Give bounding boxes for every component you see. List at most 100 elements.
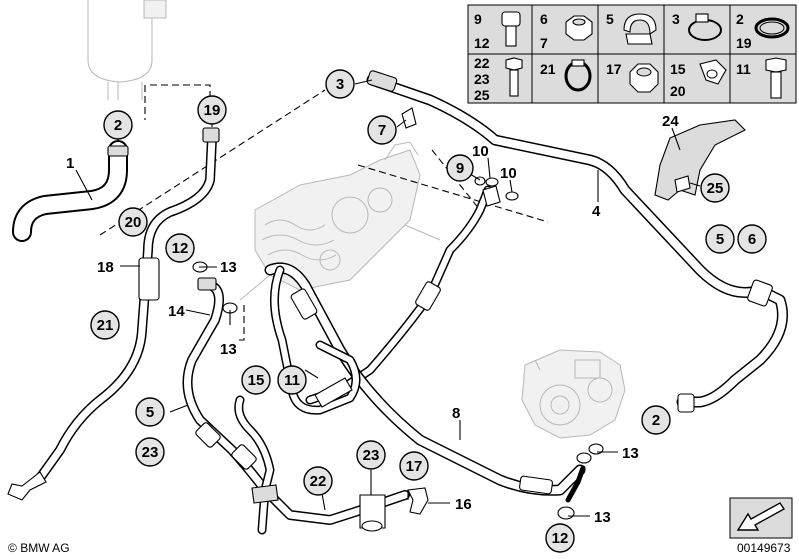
- svg-text:11: 11: [736, 61, 751, 77]
- callout-5a: 5: [135, 397, 165, 427]
- hose-18-21: [7, 127, 220, 501]
- hose-15-11: [269, 265, 361, 415]
- svg-text:11: 11: [284, 372, 300, 389]
- svg-text:23: 23: [363, 447, 380, 464]
- svg-text:23: 23: [474, 71, 490, 87]
- hose-10: [305, 185, 493, 405]
- reservoir-ghost: [87, 0, 167, 100]
- svg-text:2: 2: [114, 117, 122, 134]
- hose-22: [234, 395, 279, 535]
- legend-cell-3: 3: [672, 11, 722, 41]
- svg-text:22: 22: [474, 55, 490, 71]
- callout-1: 1: [66, 155, 74, 172]
- parts-legend: 9 12 6 7 5 3: [467, 4, 797, 104]
- svg-text:15: 15: [248, 372, 265, 389]
- svg-text:5: 5: [606, 11, 614, 27]
- gear-fittings: [474, 176, 519, 207]
- svg-text:3: 3: [336, 76, 344, 93]
- brand-footer: © BMW AG: [8, 541, 70, 555]
- svg-text:25: 25: [707, 180, 724, 197]
- legend-cell-22-23-25: 22 23 25: [474, 55, 523, 103]
- svg-text:9: 9: [456, 160, 464, 177]
- cable-clip-icon: [564, 59, 592, 92]
- callout-2b: 2: [641, 405, 671, 435]
- steering-gear-ghost: [239, 141, 441, 301]
- callout-3: 3: [325, 69, 355, 99]
- callout-23b: 23: [356, 440, 386, 470]
- svg-text:21: 21: [97, 317, 114, 334]
- callout-9: 9: [446, 154, 474, 182]
- legend-cell-17: 17: [606, 61, 659, 93]
- legend-cell-15-20: 15 20: [670, 59, 727, 99]
- flange-nut-icon: [629, 63, 659, 93]
- copyright-icon: ©: [8, 541, 17, 555]
- power-steering-pump-ghost: [521, 349, 626, 439]
- callout-12a: 12: [165, 233, 195, 263]
- svg-text:19: 19: [736, 35, 752, 51]
- leader-lines: [75, 79, 701, 517]
- svg-text:12: 12: [552, 530, 569, 547]
- callout-15: 15: [241, 365, 271, 395]
- callout-13b: 13: [220, 341, 237, 358]
- svg-text:5: 5: [716, 231, 724, 248]
- callout-8: 8: [452, 405, 460, 422]
- callout-2a: 2: [103, 110, 133, 140]
- callout-5b: 5: [705, 224, 735, 254]
- legend-cell-21: 21: [540, 59, 592, 92]
- callout-10b: 10: [500, 165, 517, 182]
- svg-text:3: 3: [672, 11, 680, 27]
- callout-19: 19: [197, 95, 227, 125]
- svg-text:7: 7: [378, 122, 386, 139]
- hose-8: [264, 262, 586, 496]
- screw-icon: [765, 57, 787, 99]
- callout-4: 4: [592, 203, 601, 220]
- callout-13c: 13: [622, 445, 639, 462]
- svg-text:21: 21: [540, 61, 556, 77]
- callout-17: 17: [399, 451, 429, 481]
- callout-21: 21: [90, 310, 120, 340]
- banjo-bolt-icon: [501, 11, 521, 47]
- svg-text:9: 9: [474, 11, 482, 27]
- hose-14-5: [182, 277, 410, 525]
- callout-13d: 13: [594, 509, 611, 526]
- svg-text:23: 23: [142, 444, 159, 461]
- callout-20: 20: [118, 207, 148, 237]
- callout-11: 11: [277, 365, 307, 395]
- callout-7: 7: [367, 115, 397, 145]
- callout-24: 24: [662, 113, 679, 130]
- svg-text:12: 12: [474, 35, 490, 51]
- heat-shield-24: [654, 119, 746, 201]
- legend-cell-11: 11: [736, 57, 787, 99]
- callouts: 1 4 18 14 8 10 10 13 13 13 13 16 24 2 19…: [66, 69, 767, 553]
- svg-text:20: 20: [125, 214, 142, 231]
- hex-bolt-icon: [505, 57, 523, 97]
- svg-text:5: 5: [146, 404, 154, 421]
- svg-text:19: 19: [204, 102, 221, 119]
- callout-23a: 23: [135, 437, 165, 467]
- svg-text:7: 7: [540, 35, 548, 51]
- pipe-clamp-icon: [623, 13, 657, 45]
- diagram-number: 00149673: [737, 541, 791, 555]
- callout-12b: 12: [545, 523, 575, 553]
- hose-4: [366, 70, 788, 413]
- callout-18: 18: [97, 259, 114, 276]
- svg-text:2: 2: [652, 412, 660, 429]
- callout-10a: 10: [472, 143, 489, 160]
- hose-1: [12, 140, 129, 242]
- svg-text:15: 15: [670, 61, 686, 77]
- view-direction-box: [729, 497, 793, 539]
- callout-16: 16: [455, 496, 472, 513]
- callout-22: 22: [303, 466, 333, 496]
- svg-text:22: 22: [310, 473, 327, 490]
- svg-text:6: 6: [540, 11, 548, 27]
- svg-text:20: 20: [670, 83, 686, 99]
- svg-text:25: 25: [474, 87, 490, 103]
- arrow-icon: [736, 502, 786, 531]
- holder-clip-icon: [699, 59, 727, 85]
- legend-cell-5: 5: [606, 11, 657, 45]
- brand-text: BMW AG: [20, 541, 70, 555]
- spring-clamp-icon: [754, 17, 790, 39]
- hex-nut-icon: [565, 15, 593, 41]
- callout-6: 6: [737, 224, 767, 254]
